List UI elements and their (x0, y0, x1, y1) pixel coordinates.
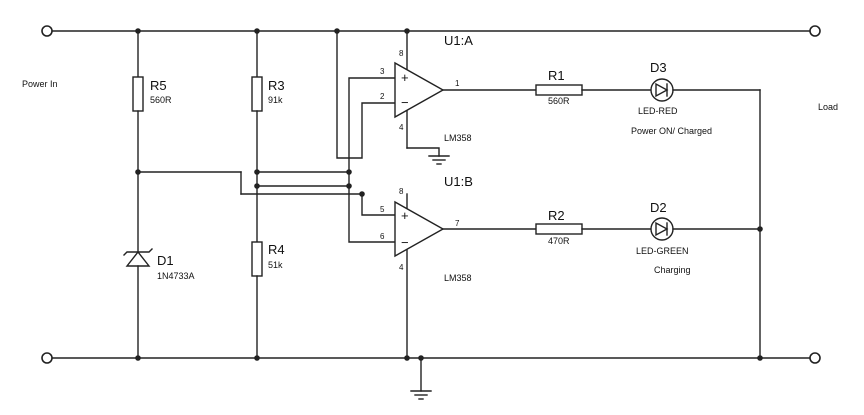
r5-value: 560R (150, 95, 172, 105)
d1-zener-diode: D1 1N4733A (123, 171, 195, 359)
d1-value: 1N4733A (157, 271, 195, 281)
r3-resistor: R3 91k (251, 30, 285, 243)
junction-dot (757, 226, 763, 232)
u1b-minus-sign: − (401, 235, 409, 250)
r1-ref: R1 (548, 68, 565, 83)
u1a-opamp: + − 3 2 1 8 4 U1:A LM358 (380, 30, 537, 149)
d2-caption: Charging (654, 265, 691, 275)
r2-ref: R2 (548, 208, 565, 223)
u1a-part: LM358 (444, 133, 472, 143)
u1a-plus-sign: + (401, 70, 409, 85)
reference-node-wire (137, 171, 363, 195)
junction-dot (254, 28, 260, 34)
load-terminal-top (809, 25, 821, 37)
u1a-ground-symbol (406, 147, 450, 165)
u1b-pin-7: 7 (455, 219, 460, 228)
junction-dot (418, 355, 424, 361)
u1a-pin-8: 8 (399, 49, 404, 58)
d2-led-green: D2 LED-GREEN Charging (636, 200, 761, 275)
junction-dot (135, 28, 141, 34)
junction-dot (757, 355, 763, 361)
r3-ref: R3 (268, 78, 285, 93)
d1-ref: D1 (157, 253, 174, 268)
power-in-terminal-top (41, 25, 53, 37)
u1a-pin-4: 4 (399, 123, 404, 132)
junction-dot (346, 183, 352, 189)
power-in-terminal-bottom (41, 352, 53, 364)
opamp-input-wiring (336, 30, 396, 243)
r1-resistor: R1 560R (535, 68, 652, 106)
u1b-opamp: + − 5 6 7 8 4 U1:B LM358 (380, 174, 537, 359)
junction-dot (254, 355, 260, 361)
d2-value: LED-GREEN (636, 246, 689, 256)
r1-value: 560R (548, 96, 570, 106)
divider-tap-wire (256, 171, 350, 187)
u1a-pin-1: 1 (455, 79, 460, 88)
u1a-ref: U1:A (444, 33, 473, 48)
load-terminal-bottom (809, 352, 821, 364)
u1b-pin-6: 6 (380, 232, 385, 241)
junction-dot (135, 169, 141, 175)
d3-value: LED-RED (638, 106, 678, 116)
d3-led-red: D3 LED-RED Power ON/ Charged (631, 60, 761, 136)
load-label: Load (818, 102, 838, 112)
r4-ref: R4 (268, 242, 285, 257)
r2-resistor: R2 470R (535, 208, 652, 246)
u1b-plus-sign: + (401, 208, 409, 223)
power-in-label: Power In (22, 79, 58, 89)
u1b-pin-5: 5 (380, 205, 385, 214)
r5-resistor: R5 560R (132, 30, 172, 173)
junction-dot (404, 28, 410, 34)
u1a-minus-sign: − (401, 95, 409, 110)
junction-dot (135, 355, 141, 361)
junction-dot (334, 28, 340, 34)
u1b-ref: U1:B (444, 174, 473, 189)
junction-dot (254, 183, 260, 189)
d3-ref: D3 (650, 60, 667, 75)
junction-dot (359, 191, 365, 197)
junction-dot (346, 169, 352, 175)
r4-value: 51k (268, 260, 283, 270)
d3-caption: Power ON/ Charged (631, 126, 712, 136)
u1b-pin-8: 8 (399, 187, 404, 196)
r2-value: 470R (548, 236, 570, 246)
d2-ref: D2 (650, 200, 667, 215)
u1a-pin-2: 2 (380, 92, 385, 101)
junction-dots (135, 28, 763, 361)
u1a-pin-3: 3 (380, 67, 385, 76)
junction-dot (404, 355, 410, 361)
u1b-pin-4: 4 (399, 263, 404, 272)
u1b-part: LM358 (444, 273, 472, 283)
r5-ref: R5 (150, 78, 167, 93)
main-ground-symbol (410, 357, 432, 400)
r4-resistor: R4 51k (251, 241, 285, 359)
r3-value: 91k (268, 95, 283, 105)
junction-dot (254, 169, 260, 175)
